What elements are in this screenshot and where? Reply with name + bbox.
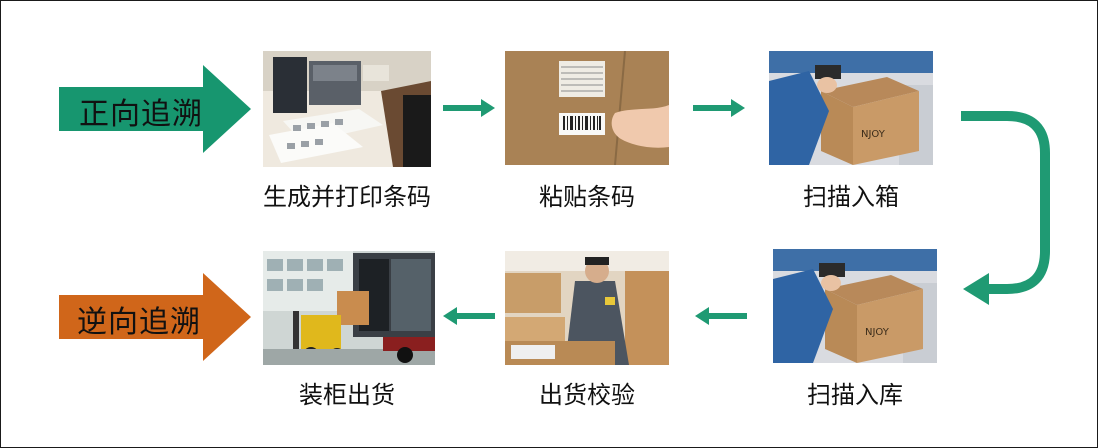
connector-arrow-1-2 [443,99,495,117]
reverse-trace-label: 逆向追溯 [77,305,201,340]
connector-arrow-2-3 [693,99,745,117]
connector-arrow-5-6 [443,307,495,325]
photo-scan-into-box: NJOY [769,51,933,165]
step-label-scan-warehouse: 扫描入库 [807,381,903,409]
step-label-shipping-check: 出货校验 [539,381,635,409]
reverse-arrow-shape [59,273,251,361]
forward-trace-label: 正向追溯 [79,97,203,132]
forward-arrow-shape [59,65,251,153]
connector-arrow-4-5 [695,307,747,325]
connector-uturn-3-4 [961,111,1050,305]
step-label-scan-box: 扫描入箱 [803,183,899,211]
photo-container-loading [263,251,435,365]
photo-shipping-check [505,251,669,365]
photo-attach-barcode [505,51,669,165]
photo-print-barcode [263,51,431,167]
step-label-attach: 粘贴条码 [539,183,635,211]
photo-scan-into-warehouse: NJOY [773,249,937,363]
step-label-print: 生成并打印条码 [263,183,431,211]
forward-trace-arrow: 正向追溯 [59,65,251,153]
svg-text:NJOY: NJOY [861,129,886,140]
step-label-container-shipping: 装柜出货 [299,381,395,409]
reverse-trace-arrow: 逆向追溯 [59,273,251,361]
svg-text:NJOY: NJOY [865,327,890,338]
